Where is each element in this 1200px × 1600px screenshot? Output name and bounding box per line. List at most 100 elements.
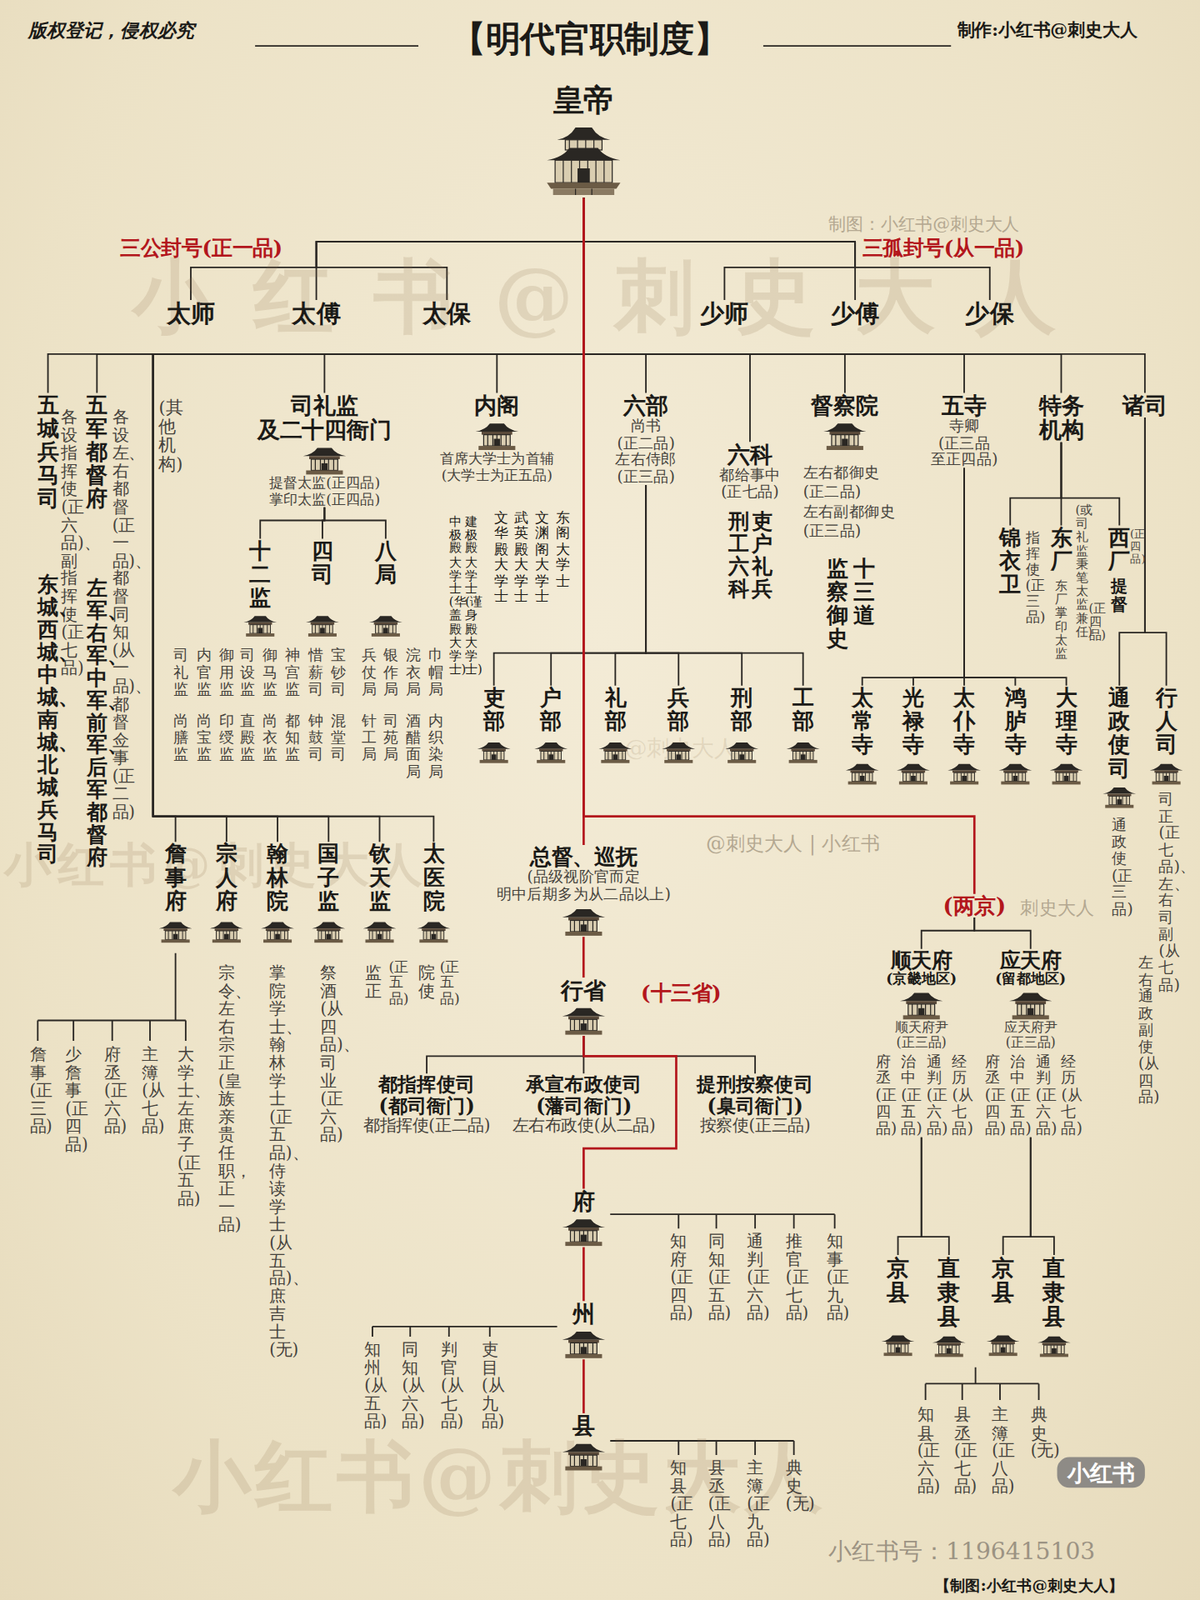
office-name: 詹事府 (165, 841, 187, 913)
office-detail: 经历(从七品) (1060, 1053, 1076, 1138)
office-name: 太常寺 (851, 685, 874, 757)
building-icon (301, 445, 347, 476)
office-detail: (京畿地区) (885, 971, 957, 988)
office-detail: 顺天府尹 (895, 1020, 949, 1036)
office-detail: (正五品) (389, 959, 404, 1007)
connector-line (862, 468, 965, 686)
office-name: 东厂 (1050, 525, 1073, 574)
building-icon (158, 918, 194, 945)
building-icon (560, 1440, 606, 1472)
office-detail: 监正 (365, 964, 382, 1000)
office-name: 直隶县 (937, 1255, 960, 1330)
watermark: 小红书号：1196415103 (828, 1539, 1095, 1565)
connector-line (550, 485, 646, 686)
office-name: 顺天府 (890, 949, 952, 972)
office-detail: 东厂掌印太监 (1055, 580, 1068, 661)
connector-line (921, 917, 975, 950)
connector-line (913, 468, 965, 686)
office-detail: 府丞(正六品) (104, 1045, 121, 1136)
office-node: 县知县(正七品)县丞(正八品)主簿(正九品)典史(无) (560, 1413, 606, 1472)
office-detail: 尚宝监 (196, 712, 212, 764)
building-icon (899, 990, 945, 1021)
office-name: 少保 (965, 300, 1015, 327)
office-detail: 尚衣监 (262, 712, 278, 764)
office-name: 鸿胪寺 (1005, 685, 1027, 757)
office-detail: 提督 (1110, 577, 1128, 614)
office-detail: 大学士、左庶子(正五品) (177, 1045, 195, 1208)
building-icon (822, 420, 868, 452)
connector-line (645, 485, 679, 686)
office-name: 府 (572, 1189, 595, 1215)
office-node: 府知府(正四品)同知(正五品)通判(正六品)推官(正七品)知事(正九品) (560, 1189, 606, 1248)
office-name: 太傅 (291, 300, 341, 327)
office-detail: 通政使(正三品) (1111, 816, 1127, 918)
office-detail: 御马监 (262, 646, 278, 698)
office-name: 宗人府 (215, 841, 238, 913)
building-icon (895, 760, 931, 788)
office-detail: 十三道 (853, 555, 875, 627)
office-detail: 寺卿 (949, 417, 980, 435)
office-detail: 提督太监(正四品) (269, 475, 380, 492)
building-icon (209, 918, 245, 945)
office-node: 通政使司通政使(正三品)左右通政副使(从四品) (1101, 685, 1137, 811)
office-name: 国子监 (317, 841, 340, 913)
office-detail: (正三品) (803, 522, 861, 540)
watermark: 制图：小红书@刺史大人 (828, 214, 1020, 234)
palace-icon (542, 121, 625, 199)
connector-line (1003, 1137, 1031, 1255)
office-detail: 都知监 (285, 712, 300, 764)
watermark: 刺史大人 (1020, 898, 1094, 919)
office-name: 太师 (166, 300, 216, 327)
building-icon (368, 612, 404, 640)
office-detail: 各设指挥使(正六品)、副指挥使(正七品) (60, 408, 78, 678)
office-name: 光禄寺 (902, 685, 925, 757)
building-icon (931, 1332, 967, 1360)
office-name: 太保 (422, 300, 472, 327)
office-detail: 左右侍郎 (615, 450, 676, 468)
office-detail: (正二品) (803, 483, 861, 500)
building-icon (560, 905, 606, 937)
office-node: 司礼监及二十四衙门提督太监(正四品)掌印太监(正四品) (257, 392, 393, 507)
building-icon (660, 739, 696, 766)
watermark: 小红书@刺史大人 (132, 253, 1096, 341)
building-icon (931, 1332, 967, 1360)
office-name: 锦衣卫 (999, 525, 1021, 597)
office-detail: (正七品) (720, 483, 779, 500)
office-node: 四司惜薪司宝钞司钟鼓司混堂司 (305, 539, 340, 640)
annotation: 县丞(正七品) (954, 1405, 971, 1496)
building-icon (785, 739, 821, 766)
building-icon (560, 1216, 606, 1248)
building-icon (474, 420, 520, 452)
office-node: 锦衣卫指挥使(正三品) (999, 525, 1021, 597)
office-node: 刑部 (724, 685, 760, 766)
office-node: 东厂(或司礼监秉笔太监兼任)东厂掌印太监(正四品) (1050, 525, 1073, 574)
office-detail: 刑工六科 (728, 510, 749, 600)
office-node: 十二监司礼监内官监御用监司设监御马监神宫监尚膳监尚宝监印绶监直殿监尚衣监都知监 (242, 539, 278, 640)
office-name: 督察院 (810, 392, 879, 418)
building-icon (362, 918, 398, 945)
office-detail: 司正(正七品)、左、右司副(从七品) (1158, 790, 1174, 993)
building-icon (985, 1331, 1021, 1359)
building-icon (242, 612, 278, 640)
office-detail: 银作局 (383, 646, 399, 698)
office-name: 州 (572, 1300, 595, 1326)
building-icon (305, 612, 340, 640)
office-node: 督察院左右都御史(正二品)左右副都御史(正三品)十三道监察御史 (810, 392, 879, 451)
office-detail: 同知(从六品) (401, 1340, 419, 1431)
office-detail: 司苑局 (383, 712, 399, 764)
office-name: 西厂 (1108, 525, 1130, 574)
office-detail: 按察使(正三品) (700, 1115, 811, 1135)
office-detail: 吏目(从九品) (481, 1340, 499, 1431)
office-node: 太仆寺 (946, 685, 982, 788)
building-icon (1101, 784, 1137, 811)
office-node: 承宣布政使司(藩司衙门)左右布政使(从二品) (512, 1073, 656, 1135)
building-icon (1049, 760, 1085, 788)
office-node: 少傅 (830, 300, 880, 327)
building-icon (1149, 760, 1185, 788)
building-icon (310, 918, 346, 945)
emperor-node: 皇帝 (542, 83, 625, 198)
office-detail: (或司礼监秉笔太监兼任) (1075, 504, 1089, 639)
office-detail: 少詹事(正四品) (65, 1045, 82, 1154)
office-detail: (藩司衙门) (535, 1095, 632, 1117)
office-node: 鸿胪寺 (998, 685, 1034, 788)
